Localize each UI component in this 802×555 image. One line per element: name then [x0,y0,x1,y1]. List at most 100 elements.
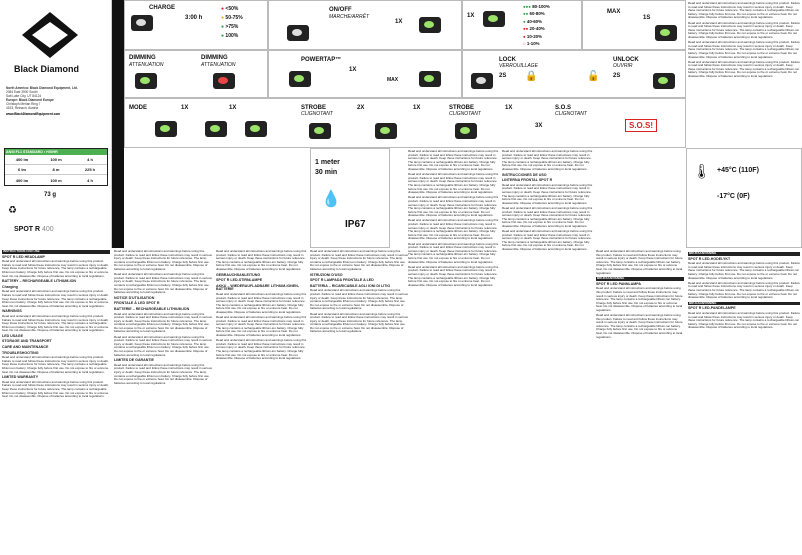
paragraph: Read and understand all instructions and… [114,362,212,385]
address-line: Christoph Merian Ring 7 [6,102,41,106]
paragraph: Read and understand all instructions and… [2,379,109,399]
spec-header: ANSI FL1 STANDARD • HIGHR [5,149,107,155]
strobe-title: STROBE [449,105,475,111]
product-title [112,0,124,248]
spec-distance: 100 m [50,177,62,183]
section-heading: AKKU – WIEDERAUFLADBARE LITHIUM-IONEN-BA… [216,283,300,292]
paragraph: Read and understand all instructions and… [216,250,307,271]
paragraph: Read and understand all instructions and… [688,261,800,280]
press-count: 1X [505,105,513,111]
strobe-subtitle: CLIGNOTANT [301,111,333,117]
press-count: 1X [395,19,403,25]
press-count: 1X [229,105,237,111]
paragraph: Read and understand all instructions and… [216,315,307,338]
press-count: 3X [535,123,543,129]
battery-level: ● 40-60% [523,18,543,24]
column-subtitle: SPOT R LED HEADLAMP [2,254,45,259]
sos-subtitle: CLIGNOTANT [555,111,587,117]
brand-name: Black Diamond [14,64,80,74]
headlamp-on-icon [155,121,177,137]
section-heading: TROUBLESHOOTING [2,350,39,355]
column-title: INSTRUCCIONES DE USO [502,172,547,177]
column-title: BRUKSANVISNING [688,251,800,256]
column-subtitle: SPOT R LED-STIRNLAMPE [216,278,263,283]
paragraph: Read and understand all instructions and… [688,280,800,300]
text-column-swedish: Read and understand all instructions and… [596,250,684,555]
spec-distance: 8 m [52,167,60,172]
paragraph: Read and understand all instructions and… [688,310,800,330]
max-panel: MAX 1S [582,0,686,50]
hold-time: 2S [499,73,507,79]
lock-subtitle: VERROUILLAGE [499,63,538,69]
section-heading: LIMITES DE GARANTIE [114,358,154,363]
column-title: BRUGSANVISNING [688,301,800,306]
text-column-english: INSTRUCTIONS FOR USE SPOT R LED HEADLAMP… [2,248,110,555]
text-column-german: Read and understand all instructions and… [216,250,310,555]
column-subtitle: SPOT R LED-HODELYKT [688,256,731,261]
paragraph: Read and understand all instructions and… [688,20,800,39]
headlamp-on-icon [655,25,677,41]
headlamp-on-icon [653,73,675,89]
weight-value: 73 g [44,192,57,198]
battery-level: ●●● 80-100% [523,4,550,9]
paragraph: Read and understand all instructions and… [2,355,109,374]
product-label: SPOT R [14,226,41,233]
paragraph: Read and understand all instructions and… [2,259,109,278]
spec-time: 4 h [87,157,93,162]
onoff-title: ON/OFF [329,7,352,13]
section-heading: BATTERY – RECHARGEABLE LITHIUM-ION [2,279,77,284]
address-line: Europe: Black Diamond Europe [6,98,54,102]
paragraph: Read and understand all instructions and… [310,250,408,271]
strobe-title: STROBE [301,105,327,111]
temp-low: -17°C (0F) [717,193,750,200]
column-title: BRUKSANVISNING [596,277,684,281]
paragraph: Read and understand all instructions and… [114,311,212,334]
section-heading: STORAGE AND TRANSPORT [2,339,52,344]
headlamp-on-icon [135,73,157,89]
section-heading: LIMITED WARRANTY [2,375,39,380]
charge-panel: CHARGE 3:00 h ● <50% ● 50-75% ● >75% ● 1… [124,0,268,50]
paragraph: Read and understand all instructions and… [502,150,593,171]
address-line: Salt Lake City, UT 84124 [6,94,42,98]
press-count: 1X [349,67,357,73]
onoff-subtitle: MARCHE/ARRÊT [329,14,370,20]
section-heading: CARE AND MAINTENANCE [2,345,49,350]
address-line: 4153, Reinach, Austria [6,106,39,110]
website-link[interactable]: www.BlackDiamondEquipment.com [6,112,61,116]
paragraph: Read and understand all instructions and… [688,59,800,79]
column-title: INSTRUCTIONS FOR USE [2,249,110,254]
spec-table: ANSI FL1 STANDARD • HIGHR 400 lm 100 m 4… [4,148,108,186]
unlock-subtitle: OUVRIR [613,63,633,69]
max-title: MAX [607,9,621,15]
headlamp-icon [287,25,309,41]
text-column-danish: BRUKSANVISNING SPOT R LED-HODELYKT Read … [688,250,800,555]
spec-time: 225 h [84,167,96,172]
battery-level: ●● 60-80% [523,11,545,17]
ip-rating: IP67 [345,219,366,230]
press-count: 1X [181,105,189,111]
text-column-spanish-b: Read and understand all instructions and… [502,150,594,555]
column-subtitle: FRONTALE À LED SPOT R [114,301,160,306]
mode-panel: MODE 1X 1X STROBE CLIGNOTANT 2X 1X STROB… [124,98,686,148]
text-column-italian: Read and understand all instructions and… [310,250,408,555]
paragraph: Read and understand all instructions and… [114,250,212,271]
hold-time: 1S [643,15,651,21]
battery-level: ○ 1-10% [523,41,540,47]
cover-panel: Black Diamond North America: Black Diamo… [0,0,112,248]
spec-row: 6 lm 8 m 225 h [5,165,107,175]
temp-high: +45°C (110F) [717,167,759,174]
section-heading: WARNINGS [2,309,22,314]
spec-mode: 6 lm [17,167,26,172]
paragraph: Read and understand all instructions and… [2,289,109,308]
headlamp-on-icon [375,123,397,139]
spec-row: 400 lm 100 m 4 h [5,175,107,185]
section-heading: Charging [2,284,18,289]
headlamp-on-icon [419,17,441,33]
battery-levels: ●●● 80-100% ●● 60-80% ● 40-60% ●● 20-40%… [523,3,550,47]
black-diamond-logo-icon [22,12,78,58]
section-heading: BATTERIE – RECHARGEABLE LITHIUM-ION [114,306,190,311]
paragraph: Read and understand all instructions and… [310,288,408,311]
section-heading: BATTERIA – RICARICABILE AGLI IONI DI LIT… [310,283,391,288]
headlamp-icon [131,15,153,31]
water-drop-icon: 💧 [321,191,341,208]
